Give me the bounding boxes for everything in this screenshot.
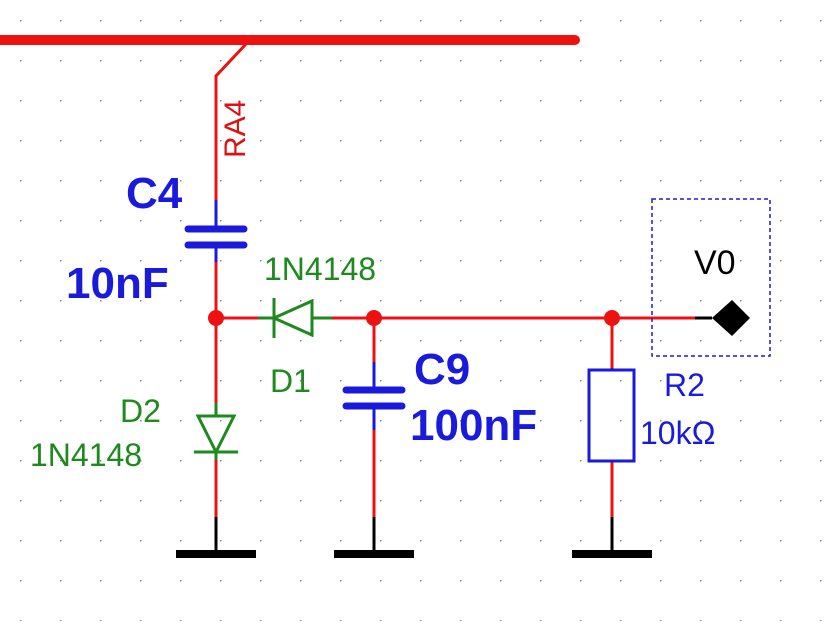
c9-value-label: 100nF — [410, 401, 537, 450]
diode-d1[interactable] — [258, 298, 332, 338]
ground-symbols — [176, 517, 652, 558]
grid-dots — [20, 20, 822, 621]
capacitor-c4[interactable] — [184, 200, 248, 262]
junction-dots — [208, 310, 620, 326]
resistor-r2[interactable] — [587, 368, 636, 463]
port-v0[interactable] — [651, 198, 771, 357]
port-selection-box — [651, 198, 771, 357]
diamond-port-icon — [712, 300, 750, 336]
net-label-ra4: RA4 — [219, 100, 252, 158]
d2-ref-label: D2 — [120, 393, 161, 429]
capacitor-c9[interactable] — [342, 362, 406, 430]
wire-ra4-branch — [214, 42, 248, 200]
wires — [214, 262, 695, 520]
d1-value-label: 1N4148 — [264, 251, 376, 287]
r2-ref-label: R2 — [664, 367, 705, 403]
d1-ref-label: D1 — [270, 363, 311, 399]
r2-value-label: 10kΩ — [640, 415, 716, 451]
d2-value-label: 1N4148 — [30, 437, 142, 473]
c9-ref-label: C9 — [414, 345, 470, 394]
c4-value-label: 10nF — [66, 259, 169, 308]
c4-ref-label: C4 — [126, 169, 183, 218]
diode-d2[interactable] — [194, 403, 238, 460]
port-v0-label: V0 — [694, 244, 736, 282]
